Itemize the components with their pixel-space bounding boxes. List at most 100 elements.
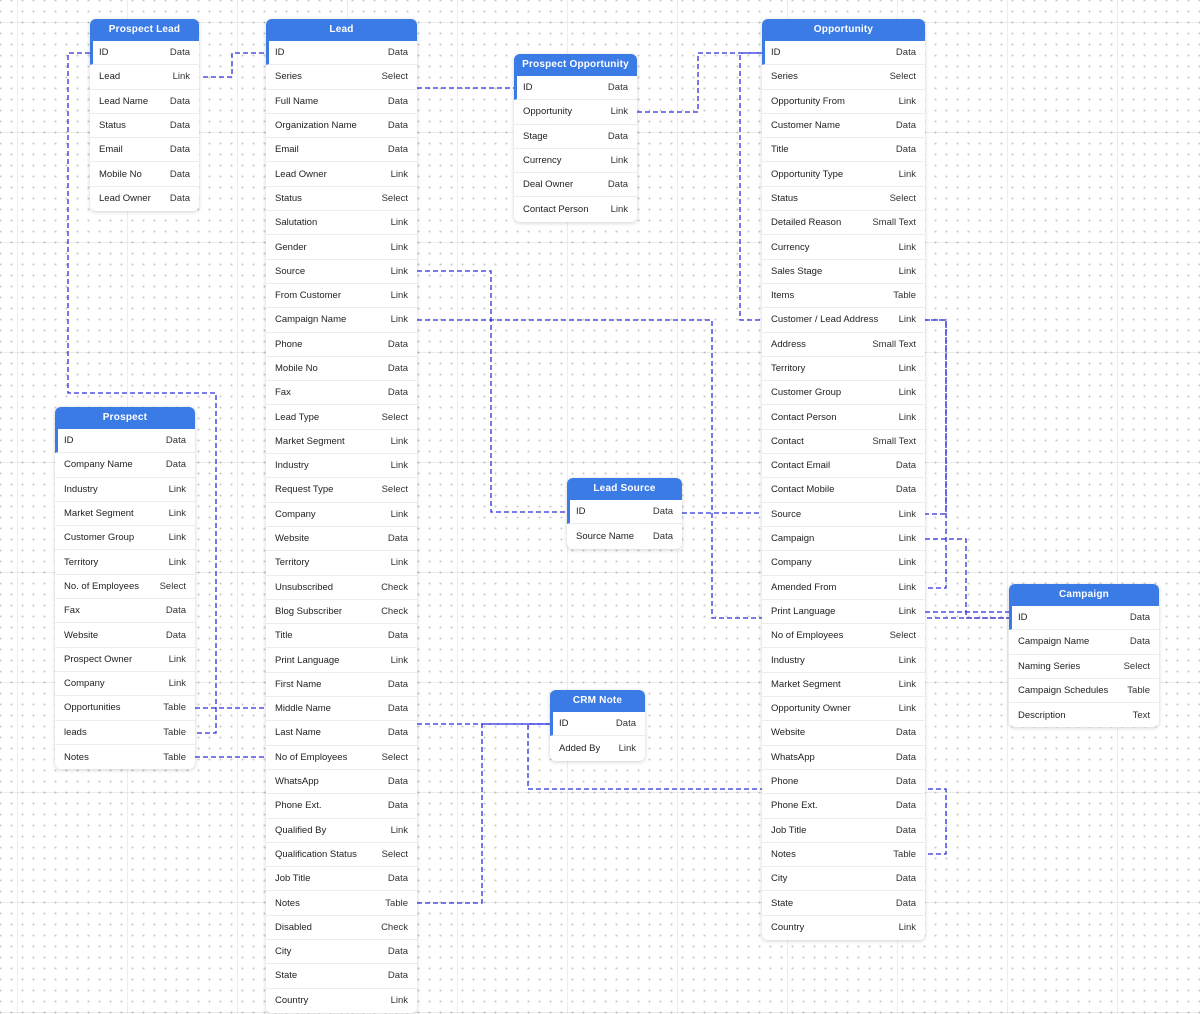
table-title[interactable]: Lead bbox=[266, 19, 417, 41]
table-title[interactable]: Prospect bbox=[55, 407, 195, 429]
table-title[interactable]: Opportunity bbox=[762, 19, 925, 41]
table-title[interactable]: Prospect Lead bbox=[90, 19, 199, 41]
field-row[interactable]: Phone Ext.Data bbox=[266, 794, 417, 819]
table-title[interactable]: Lead Source bbox=[567, 478, 682, 500]
table-title[interactable]: Campaign bbox=[1009, 584, 1159, 606]
table-title[interactable]: CRM Note bbox=[550, 690, 645, 712]
